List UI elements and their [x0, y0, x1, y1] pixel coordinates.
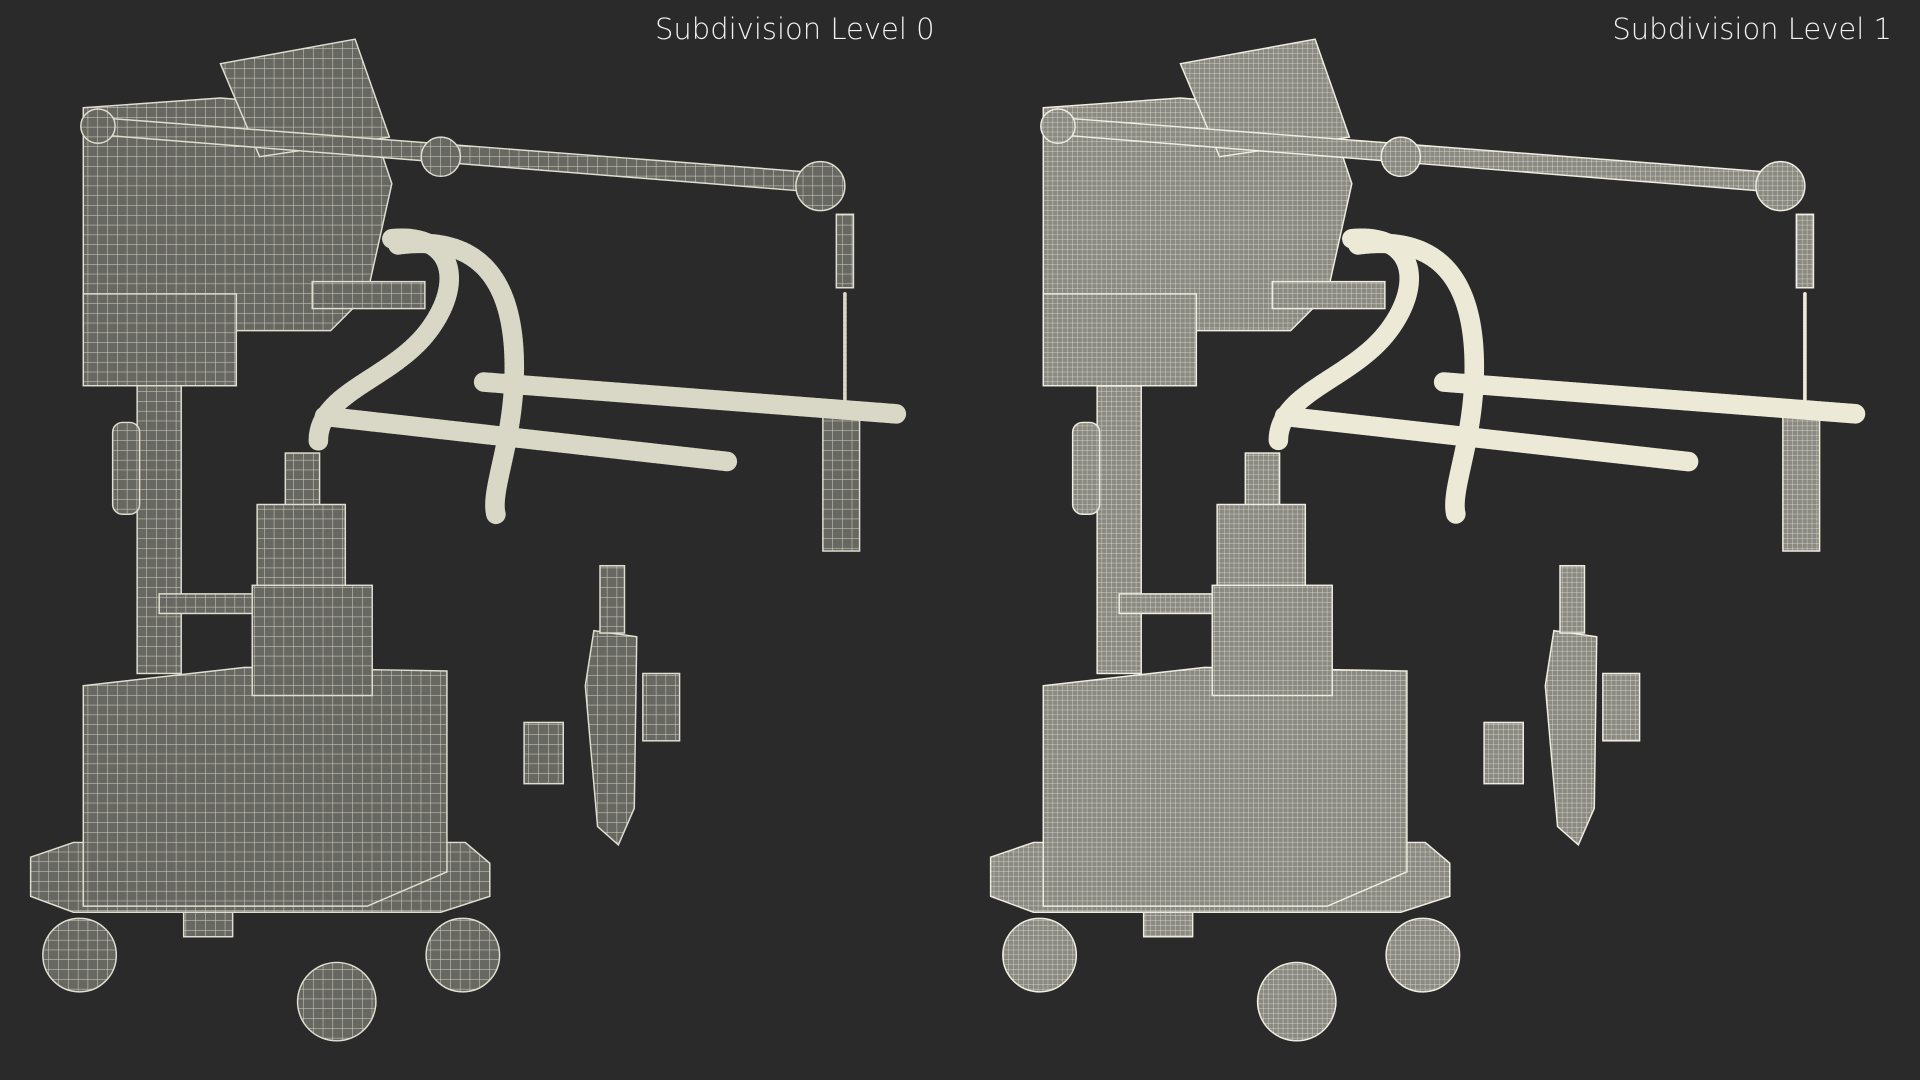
subdivision-level-0-label: Subdivision Level 0: [655, 12, 935, 46]
ventilator-model-subdivision-1: [989, 38, 1857, 1042]
subdivision-level-1-label: Subdivision Level 1: [1612, 12, 1892, 46]
ventilator-model-subdivision-0: [29, 38, 897, 1042]
